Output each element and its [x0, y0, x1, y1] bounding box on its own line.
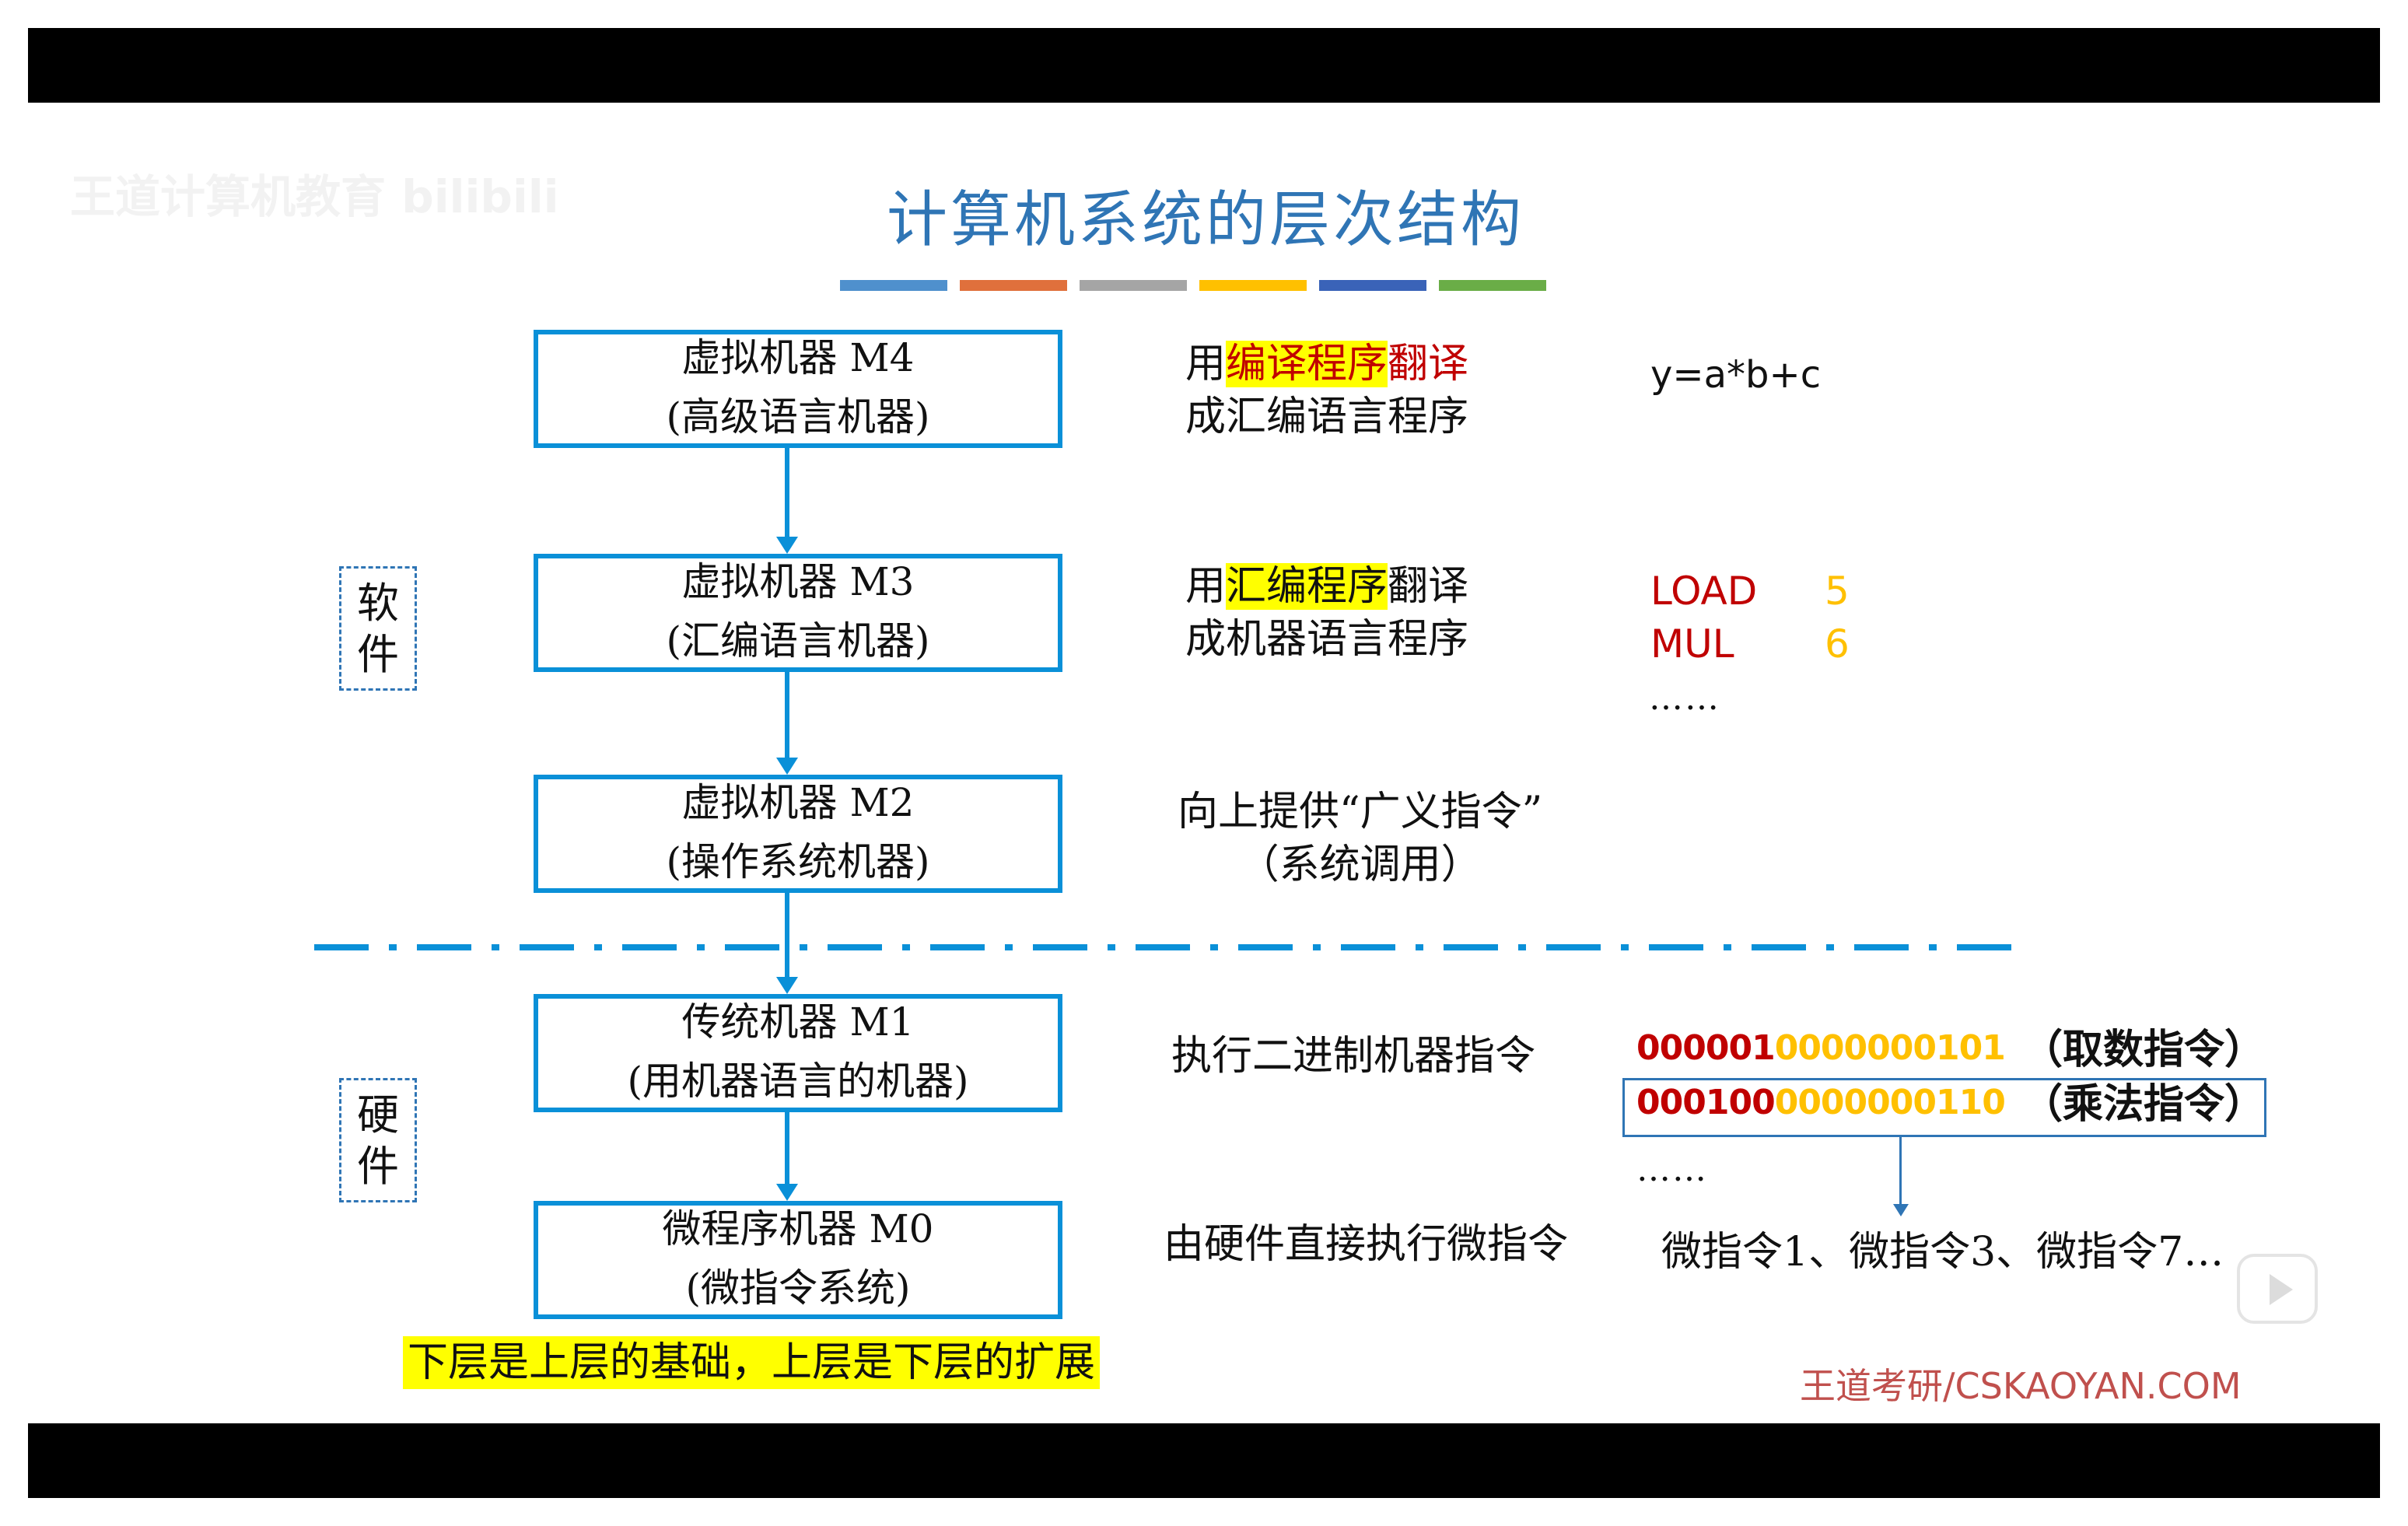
machine-m2-name: 虚拟机器 M2: [681, 780, 915, 825]
example-asm-op1: LOAD: [1650, 569, 1758, 614]
machine-m4-name: 虚拟机器 M4: [681, 335, 915, 380]
desc-m4-compiler: 编译程序: [1226, 341, 1388, 387]
slide: [31, 103, 2388, 1423]
hardware-label-char1: 硬: [357, 1090, 399, 1139]
slide-title: 计算机系统的层次结构: [886, 185, 1524, 255]
desc-m2-line1: 向上提供“广义指令”: [1178, 789, 1543, 835]
binary-row-2-highlight-box: [1622, 1078, 2266, 1137]
arrow-m2-m1-line: [785, 893, 789, 977]
arrow-m1-m0-line: [785, 1112, 789, 1184]
desc-m3-p3: 翻译: [1388, 563, 1469, 610]
desc-m4-p3: 翻译: [1388, 341, 1469, 387]
machine-m0: 微程序机器 M0 (微指令系统): [534, 1201, 1062, 1319]
machine-m4: 虚拟机器 M4 (高级语言机器): [534, 330, 1062, 448]
software-label: 软 件: [339, 566, 417, 691]
machine-m1-name: 传统机器 M1: [681, 999, 915, 1045]
desc-m3: 用汇编程序翻译 成机器语言程序: [1185, 560, 1468, 666]
color-bar-segment: [840, 280, 947, 291]
machine-m0-name: 微程序机器 M0: [662, 1206, 934, 1251]
example-micro: 微指令1、微指令3、微指令7…: [1661, 1229, 2224, 1276]
binary-row-2-operand: 0000000110: [1774, 1083, 2006, 1122]
example-high-level: y=a*b+c: [1650, 353, 1822, 397]
brand-text: 王道考研/CSKAOYAN.COM: [1800, 1365, 2242, 1407]
color-bar-segment: [1439, 280, 1546, 291]
hardware-label: 硬 件: [339, 1078, 417, 1202]
arrow-m4-m3-line: [785, 448, 789, 537]
micro-arrow-line: [1899, 1137, 1902, 1206]
software-label-char1: 软: [357, 579, 399, 628]
example-asm-op2: MUL: [1650, 621, 1734, 667]
desc-m3-line2: 成机器语言程序: [1185, 616, 1469, 663]
machine-m1: 传统机器 M1 (用机器语言的机器): [534, 994, 1062, 1112]
watermark: 王道计算机教育 bilibili: [70, 170, 559, 223]
micro-arrow-head: [1893, 1204, 1909, 1216]
desc-m2-line2: （系统调用）: [1238, 842, 1482, 888]
arrow-m3-m2-line: [785, 672, 789, 758]
binary-row-1-operand: 0000000101: [1774, 1028, 2006, 1068]
example-asm-arg2: 6: [1825, 621, 1850, 667]
example-asm-arg1: 5: [1825, 569, 1850, 614]
hardware-label-char2: 件: [357, 1142, 399, 1191]
binary-row-2-opcode: 000100: [1636, 1083, 1776, 1122]
example-asm-ellipsis: ……: [1649, 678, 1720, 718]
machine-m3: 虚拟机器 M3 (汇编语言机器): [534, 554, 1062, 672]
machine-m1-desc: (用机器语言的机器): [627, 1059, 969, 1104]
software-hardware-separator: [314, 944, 2019, 950]
bottom-black-bar: [28, 1423, 2380, 1498]
software-label-char2: 件: [357, 630, 399, 679]
color-bar-segment: [1319, 280, 1426, 291]
binary-ellipsis: ……: [1636, 1150, 1708, 1189]
arrow-m2-m1-head: [776, 977, 798, 994]
desc-m2: 向上提供“广义指令” （系统调用）: [1178, 786, 1542, 891]
desc-m0: 由硬件直接执行微指令: [1164, 1221, 1569, 1268]
desc-m4-line2: 成汇编语言程序: [1185, 394, 1469, 440]
desc-m4-p1: 用: [1185, 341, 1227, 387]
arrow-m3-m2-head: [776, 758, 798, 775]
arrow-m1-m0-head: [776, 1184, 798, 1201]
machine-m0-desc: (微指令系统): [685, 1265, 911, 1311]
top-black-bar: [28, 28, 2380, 103]
desc-m3-p1: 用: [1185, 563, 1227, 610]
desc-m1: 执行二进制机器指令: [1171, 1033, 1536, 1080]
binary-row-1-note: （取数指令）: [2022, 1026, 2266, 1073]
binary-row-2-note: （乘法指令）: [2022, 1080, 2266, 1128]
machine-m3-name: 虚拟机器 M3: [681, 559, 915, 604]
footer-note: 下层是上层的基础，上层是下层的扩展: [403, 1336, 1101, 1389]
binary-row-1: 0000010000000101: [1636, 1028, 2006, 1068]
desc-m4: 用编译程序翻译 成汇编语言程序: [1185, 338, 1468, 443]
binary-row-1-opcode: 000001: [1636, 1028, 1776, 1068]
color-bar-segment: [960, 280, 1067, 291]
binary-row-2: 0001000000000110: [1636, 1083, 2006, 1122]
desc-m3-assembler: 汇编程序: [1226, 563, 1388, 610]
play-icon[interactable]: [2237, 1254, 2318, 1324]
machine-m2-desc: (操作系统机器): [666, 839, 930, 884]
machine-m2: 虚拟机器 M2 (操作系统机器): [534, 775, 1062, 893]
machine-m3-desc: (汇编语言机器): [666, 618, 930, 663]
color-bar-segment: [1080, 280, 1187, 291]
machine-m4-desc: (高级语言机器): [666, 394, 930, 439]
color-bar-segment: [1199, 280, 1307, 291]
arrow-m4-m3-head: [776, 537, 798, 554]
